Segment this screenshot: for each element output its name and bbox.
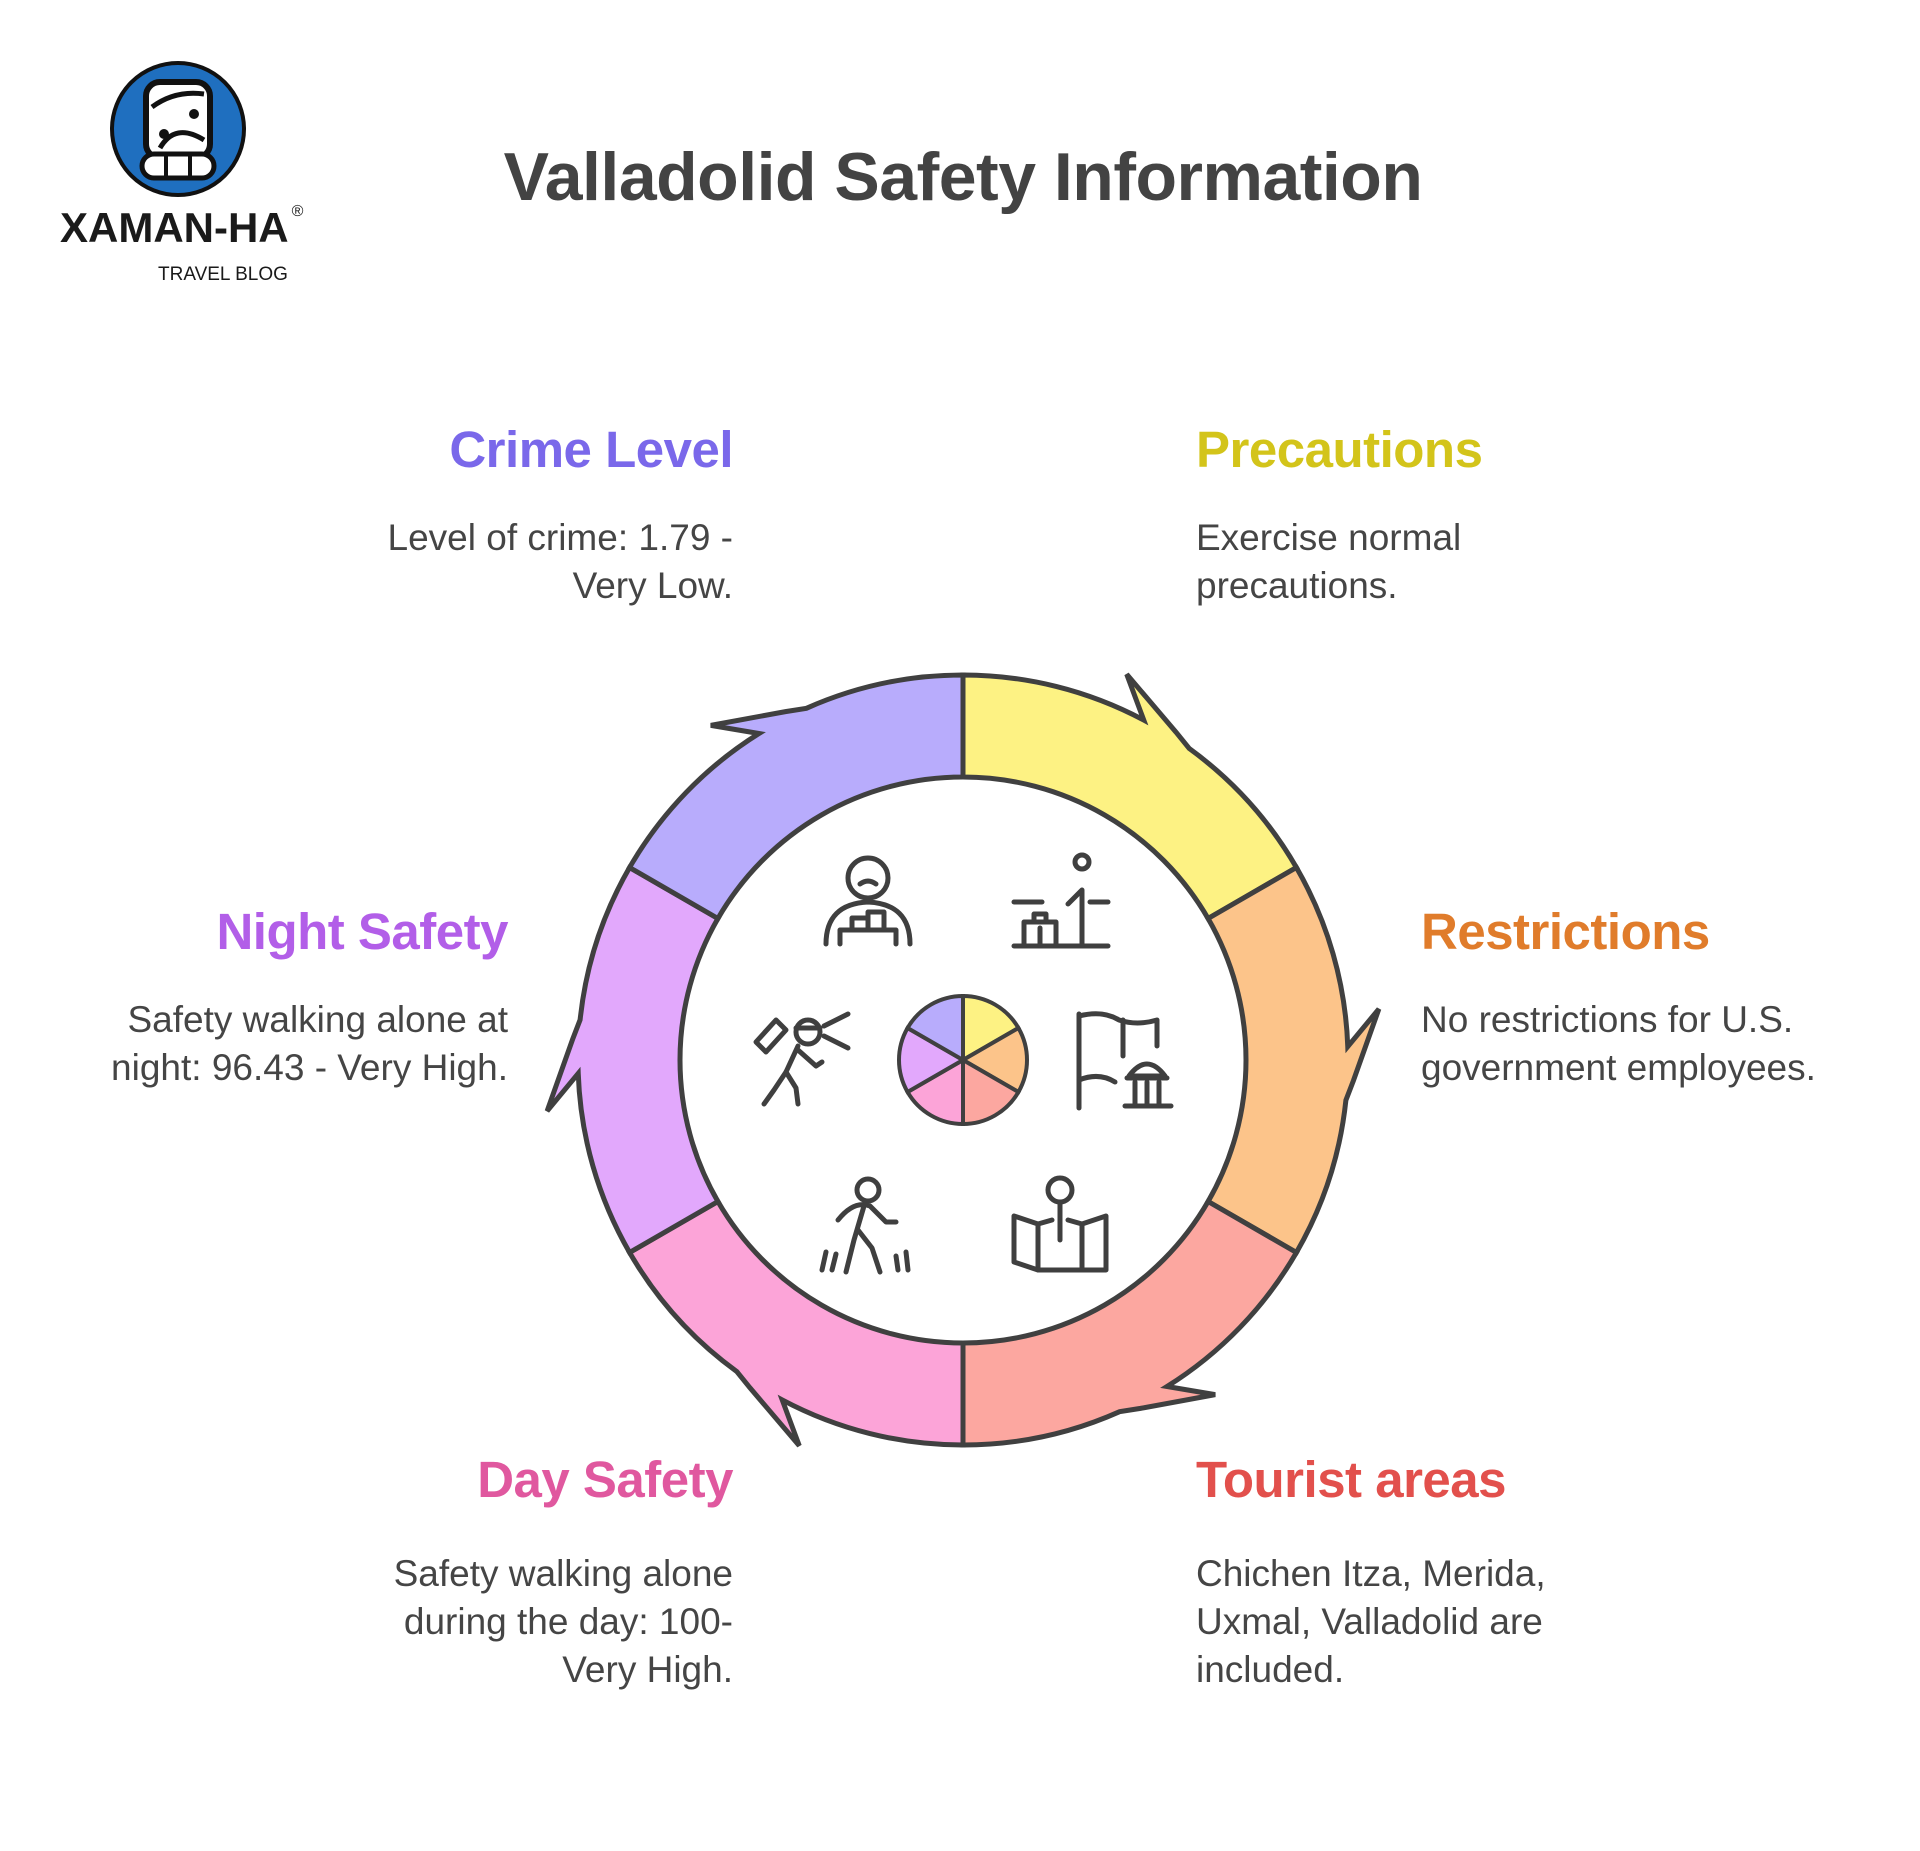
ring-segment-tourist xyxy=(960,1198,1300,1448)
logo-wordmark: XAMAN-HA ® xyxy=(60,204,303,252)
logo-name: XAMAN-HA xyxy=(60,204,289,251)
center-pie-slice-night xyxy=(897,1025,968,1095)
restrictions-text: No restrictions for U.S. government empl… xyxy=(1421,999,1816,1088)
logo-glyph-icon xyxy=(110,61,246,197)
night-safety-heading: Night Safety xyxy=(216,903,508,960)
crime-level-heading: Crime Level xyxy=(449,421,733,478)
precautions-text: Exercise normal precautions. xyxy=(1196,517,1462,606)
precautions-heading: Precautions xyxy=(1196,421,1483,478)
tourist-areas-heading: Tourist areas xyxy=(1196,1451,1507,1508)
logo-subtitle: TRAVEL BLOG xyxy=(158,264,288,285)
page-title: Valladolid Safety Information xyxy=(503,139,1423,215)
center-pie-slice-crime xyxy=(904,993,965,1064)
tourist-areas-text: Chichen Itza, Merida, Uxmal, Valladolid … xyxy=(1196,1553,1546,1690)
restrictions-heading: Restrictions xyxy=(1421,903,1710,960)
night-safety-text: Safety walking alone at night: 96.43 - V… xyxy=(111,999,508,1088)
center-pie-slice-precautions xyxy=(961,993,1022,1064)
center-pie-slice-restrictions xyxy=(958,1025,1029,1095)
logo-registered-mark: ® xyxy=(291,203,304,220)
ring-segment-day xyxy=(626,1198,966,1448)
ring-segment-precautions xyxy=(960,672,1300,922)
center-pie-slice-tourist xyxy=(961,1056,1022,1127)
ring-segment-restrictions xyxy=(1204,864,1382,1256)
center-pie-slice-day xyxy=(904,1056,965,1127)
day-safety-heading: Day Safety xyxy=(477,1451,733,1508)
ring-segment-night xyxy=(544,864,722,1256)
ring-segment-crime xyxy=(626,672,966,922)
day-safety-text: Safety walking alone during the day: 100… xyxy=(393,1553,733,1690)
crime-level-text: Level of crime: 1.79 - Very Low. xyxy=(387,517,733,606)
